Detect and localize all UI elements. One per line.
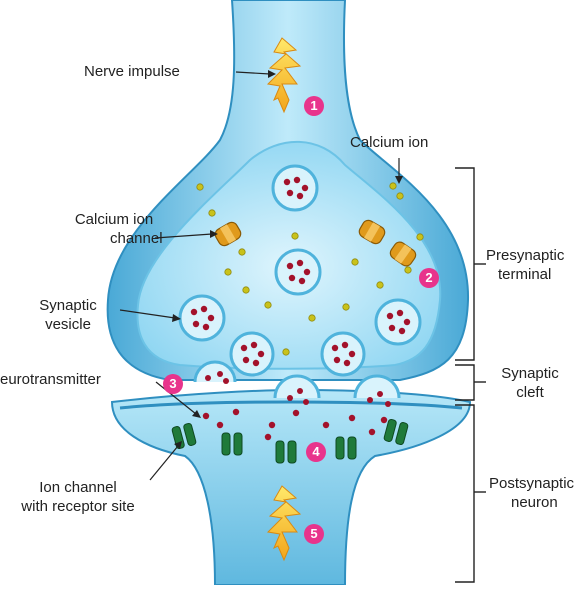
receptor-channel <box>275 440 297 464</box>
step-badge-5: 5 <box>304 524 324 544</box>
step-badge-4: 4 <box>306 442 326 462</box>
calcium-ions <box>196 182 424 356</box>
label-cleft-line1: Synaptic <box>501 365 559 382</box>
label-ion-channel-line2: with receptor site <box>21 498 135 515</box>
label-synaptic-vesicle: Synaptic vesicle <box>18 296 118 334</box>
fusing-vesicle <box>353 374 401 407</box>
label-synaptic-vesicle-line1: Synaptic <box>39 297 97 314</box>
label-synaptic-cleft: Synaptic cleft <box>490 364 570 402</box>
label-presynaptic-line2: terminal <box>498 266 552 283</box>
leader-lines <box>119 71 400 481</box>
calcium-channel-right <box>358 219 386 245</box>
arrowheads <box>172 70 403 449</box>
step-badge-1: 1 <box>304 96 324 116</box>
receptor-channel <box>383 418 409 446</box>
fusing-vesicle <box>273 374 321 405</box>
receptor-channel <box>221 432 243 456</box>
label-presynaptic-terminal: Presynaptic terminal <box>486 246 585 284</box>
step-badge-2: 2 <box>419 268 439 288</box>
step-badge-3: 3 <box>163 374 183 394</box>
label-postsynaptic-line2: neuron <box>511 494 558 511</box>
synaptic-vesicle <box>271 164 319 212</box>
neurotransmitter-molecules <box>202 408 388 441</box>
label-neurotransmitter: eurotransmitter <box>0 371 101 388</box>
label-ion-channel: Ion channel with receptor site <box>4 478 152 516</box>
nerve-impulse-bolt-bottom <box>266 485 302 562</box>
label-postsynaptic-neuron: Postsynaptic neuron <box>489 474 585 512</box>
label-synaptic-vesicle-line2: vesicle <box>45 316 91 333</box>
nerve-impulse-bolt-top <box>266 37 302 114</box>
calcium-channel-right-2 <box>389 241 417 267</box>
label-calcium-ion: Calcium ion <box>350 134 429 151</box>
receptor-channel <box>335 436 357 460</box>
calcium-channel-left <box>214 221 242 247</box>
label-nerve-impulse: Nerve impulse <box>84 63 180 80</box>
label-postsynaptic-line1: Postsynaptic <box>489 475 575 492</box>
label-presynaptic-line1: Presynaptic <box>486 247 565 264</box>
postsynaptic-neuron <box>110 388 472 586</box>
synaptic-vesicle <box>274 248 322 296</box>
synaptic-vesicle <box>374 298 422 346</box>
fusing-vesicle <box>193 360 237 384</box>
label-calcium-channel-line2: channel <box>110 230 163 247</box>
synaptic-vesicle <box>229 331 275 377</box>
synaptic-vesicle <box>320 331 366 377</box>
synaptic-vesicle <box>178 294 226 342</box>
label-calcium-channel-line1: Calcium ion <box>74 211 154 228</box>
brackets <box>455 167 486 583</box>
label-ion-channel-line1: Ion channel <box>39 479 117 496</box>
label-calcium-channel: Calcium ion channel <box>70 210 163 248</box>
label-cleft-line2: cleft <box>516 384 544 401</box>
